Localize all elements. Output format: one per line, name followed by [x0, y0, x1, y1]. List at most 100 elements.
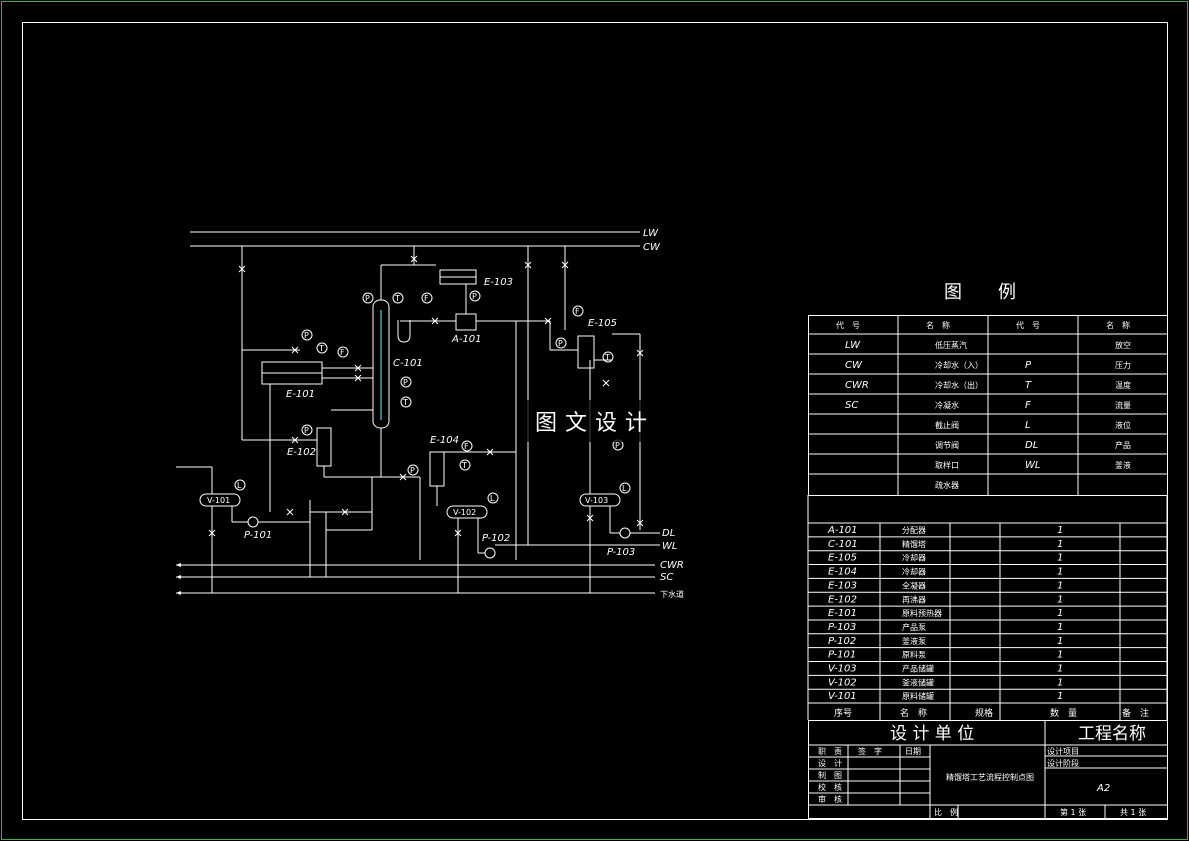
- drawing-size: A2: [1096, 783, 1110, 794]
- legend-cell: 压力: [1115, 360, 1131, 370]
- legend-cell: 截止阀: [935, 420, 959, 430]
- parts-row-qty: 1: [1057, 622, 1063, 633]
- parts-header-spec: 规格: [975, 707, 993, 719]
- label-v102: V-102: [453, 508, 476, 517]
- legend-cell: 疏水器: [935, 480, 959, 490]
- svg-text:P: P: [558, 339, 563, 348]
- legend-cell: 低压蒸汽: [935, 340, 967, 350]
- sheet-no: 第 1 张: [1060, 807, 1086, 817]
- legend-header: 名 称: [1106, 320, 1130, 330]
- svg-text:T: T: [394, 294, 400, 303]
- design-unit: 设 计 单 位: [890, 724, 974, 744]
- parts-row-code: A-101: [827, 525, 858, 536]
- legend-cell: CW: [845, 360, 863, 371]
- label-c101: C-101: [393, 358, 423, 369]
- legend-cell: CWR: [845, 380, 869, 391]
- legend-cell: 冷却水（出）: [935, 380, 983, 390]
- title-block: 设 计 单 位 工程名称 签 字 日期 职 责设 计制 图校 核审 核 比 例 …: [808, 720, 1168, 819]
- parts-row-code: E-104: [828, 567, 857, 578]
- parts-row-name: 产品泵: [902, 622, 926, 632]
- parts-row-code: E-103: [828, 580, 857, 591]
- sheet-total: 共 1 张: [1120, 808, 1146, 817]
- svg-text:L: L: [622, 484, 627, 493]
- design-item: 设计项目: [1047, 746, 1079, 756]
- parts-row-name: 釜液储罐: [902, 677, 934, 687]
- drawing-title: 精馏塔工艺流程控制点图: [946, 772, 1034, 782]
- parts-row-code: P-102: [828, 636, 856, 647]
- legend-header: 名 称: [926, 320, 950, 330]
- legend-cell: P: [1025, 360, 1032, 371]
- sign-header: 签 字: [858, 746, 882, 756]
- parts-row-code: P-101: [828, 650, 856, 661]
- svg-text:P: P: [472, 292, 477, 301]
- svg-text:L: L: [237, 481, 242, 490]
- project-name: 工程名称: [1078, 724, 1146, 744]
- label-v101: V-101: [207, 496, 230, 505]
- parts-row-qty: 1: [1057, 553, 1063, 564]
- legend-cell: SC: [845, 400, 858, 411]
- legend-cell: 液位: [1115, 420, 1131, 430]
- legend-header: 代 号: [1016, 320, 1040, 330]
- label-e104: E-104: [430, 435, 459, 446]
- parts-row-name: 原料储罐: [902, 691, 934, 701]
- legend-cell: 冷凝水: [935, 400, 959, 410]
- svg-text:T: T: [604, 353, 610, 362]
- pump-p101: [247, 516, 259, 528]
- label-a101: A-101: [451, 334, 482, 345]
- tank-v101: [199, 493, 241, 507]
- svg-text:P: P: [304, 331, 309, 340]
- role-label: 职 责: [818, 746, 842, 756]
- parts-row-name: 全凝器: [902, 580, 926, 590]
- parts-row-qty: 1: [1057, 580, 1063, 591]
- pump-p102: [484, 547, 496, 559]
- parts-header-qty: 数 量: [1050, 707, 1077, 719]
- role-label: 制 图: [818, 770, 842, 780]
- parts-row-qty: 1: [1057, 594, 1063, 605]
- role-label: 设 计: [818, 758, 842, 768]
- parts-row-qty: 1: [1057, 691, 1063, 702]
- parts-row-qty: 1: [1057, 664, 1063, 675]
- parts-row-qty: 1: [1057, 539, 1063, 550]
- parts-row-qty: 1: [1057, 608, 1063, 619]
- parts-row-qty: 1: [1057, 525, 1063, 536]
- parts-row-qty: 1: [1057, 677, 1063, 688]
- legend-cell: 流量: [1115, 400, 1131, 410]
- cooler-e105: [577, 335, 595, 369]
- parts-row-code: C-101: [828, 539, 858, 550]
- svg-text:F: F: [424, 294, 429, 303]
- watermark: 图文设计: [520, 400, 670, 442]
- parts-header-remark: 备 注: [1122, 707, 1149, 719]
- valve-symbols: [208, 255, 644, 537]
- design-stage: 设计阶段: [1047, 758, 1079, 768]
- line-label-dl: DL: [662, 528, 675, 539]
- line-label-sc: SC: [660, 572, 673, 583]
- line-label-cw: CW: [643, 242, 661, 253]
- cooler-e104: [429, 451, 445, 487]
- label-p101: P-101: [244, 530, 272, 541]
- svg-text:T: T: [461, 461, 467, 470]
- legend-cell: L: [1025, 420, 1031, 431]
- svg-text:P: P: [403, 378, 408, 387]
- label-e101: E-101: [286, 389, 315, 400]
- legend-cell: LW: [845, 340, 861, 351]
- line-label-xsd: 下水道: [660, 589, 684, 599]
- scale-label: 比 例: [934, 807, 958, 817]
- legend-cell: T: [1025, 380, 1032, 391]
- svg-text:P: P: [365, 294, 370, 303]
- legend-cell: 冷却水（入）: [935, 360, 983, 370]
- parts-row-code: E-101: [828, 608, 857, 619]
- legend-cell: WL: [1025, 460, 1040, 471]
- parts-row-name: 冷却器: [902, 553, 926, 563]
- svg-text:T: T: [402, 398, 408, 407]
- parts-row-name: 釜液泵: [902, 636, 926, 646]
- legend-title: 图 例: [944, 282, 1016, 303]
- svg-text:P: P: [615, 441, 620, 450]
- parts-row-code: V-102: [828, 677, 857, 688]
- label-e103: E-103: [484, 277, 513, 288]
- line-label-wl: WL: [662, 541, 677, 552]
- parts-header-no: 序号: [834, 707, 852, 719]
